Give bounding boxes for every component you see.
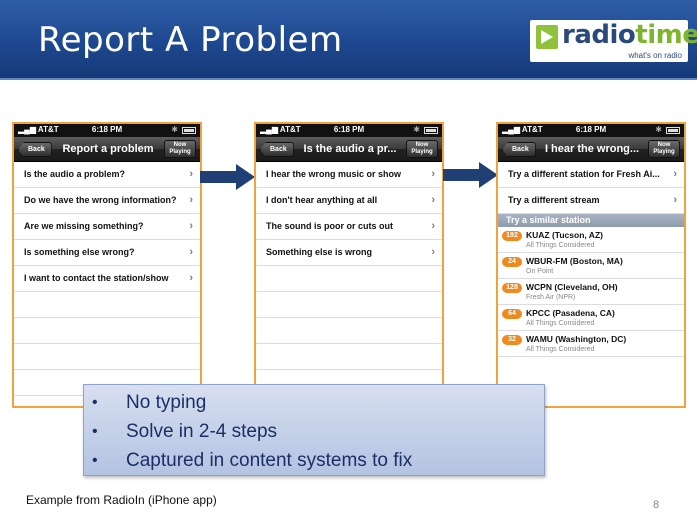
chevron-right-icon: ›: [431, 168, 435, 180]
bullet-item: •Captured in content systems to fix: [84, 448, 412, 477]
list-item[interactable]: I don't hear anything at all›: [256, 188, 442, 214]
station-show: All Things Considered: [526, 242, 595, 249]
bullet-item: •No typing: [84, 390, 412, 419]
station-row[interactable]: 192 KUAZ (Tucson, AZ) All Things Conside…: [498, 227, 684, 253]
footer-caption: Example from RadioIn (iPhone app): [26, 493, 217, 507]
logo-wordmark: radiotime: [562, 20, 697, 50]
phone-screen-2: ▂▄▆ AT&T 6:18 PM ✱ Back Is the audio a p…: [254, 122, 444, 408]
bullet-item: •Solve in 2-4 steps: [84, 419, 412, 448]
status-bar: ▂▄▆ AT&T 6:18 PM ✱: [498, 124, 684, 137]
station-row[interactable]: 24 WBUR-FM (Boston, MA) On Point: [498, 253, 684, 279]
battery-icon: [182, 127, 196, 134]
benefits-callout: •No typing •Solve in 2-4 steps •Captured…: [83, 384, 545, 476]
list-item[interactable]: Try a different station for Fresh Ai...›: [498, 162, 684, 188]
station-name: KUAZ (Tucson, AZ): [526, 230, 603, 240]
bluetooth-icon: ✱: [413, 125, 420, 134]
station-row[interactable]: 128 WCPN (Cleveland, OH) Fresh Air (NPR): [498, 279, 684, 305]
clock: 6:18 PM: [91, 125, 123, 134]
battery-icon: [666, 127, 680, 134]
empty-row: [14, 292, 200, 318]
bullet-icon: •: [92, 423, 98, 440]
chevron-right-icon: ›: [189, 246, 193, 258]
chevron-right-icon: ›: [189, 168, 193, 180]
bullet-icon: •: [92, 394, 98, 411]
station-show: All Things Considered: [526, 320, 595, 327]
status-bar: ▂▄▆ AT&T 6:18 PM ✱: [14, 124, 200, 137]
list-item[interactable]: Is something else wrong?›: [14, 240, 200, 266]
chevron-right-icon: ›: [431, 194, 435, 206]
status-bar: ▂▄▆ AT&T 6:18 PM ✱: [256, 124, 442, 137]
phone-screen-3: ▂▄▆ AT&T 6:18 PM ✱ Back I hear the wrong…: [496, 122, 686, 408]
chevron-right-icon: ›: [431, 220, 435, 232]
back-button[interactable]: Back: [18, 142, 52, 157]
station-name: WBUR-FM (Boston, MA): [526, 256, 623, 266]
nav-title: Report a problem: [62, 143, 154, 155]
back-button[interactable]: Back: [260, 142, 294, 157]
play-icon: [536, 25, 558, 49]
bitrate-badge: 192: [502, 231, 522, 241]
chevron-right-icon: ›: [189, 194, 193, 206]
arrow-right-icon: [200, 164, 255, 190]
bluetooth-icon: ✱: [655, 125, 662, 134]
back-button[interactable]: Back: [502, 142, 536, 157]
radiotime-logo: radiotime what's on radio: [530, 20, 697, 62]
bitrate-badge: 32: [502, 335, 522, 345]
nav-title: Is the audio a pr...: [303, 143, 397, 155]
clock: 6:18 PM: [575, 125, 607, 134]
list-item[interactable]: Something else is wrong›: [256, 240, 442, 266]
list-item[interactable]: Is the audio a problem?›: [14, 162, 200, 188]
bluetooth-icon: ✱: [171, 125, 178, 134]
list-item[interactable]: Are we missing something?›: [14, 214, 200, 240]
carrier-label: ▂▄▆ AT&T: [502, 125, 543, 134]
list-item[interactable]: I hear the wrong music or show›: [256, 162, 442, 188]
bitrate-badge: 128: [502, 283, 522, 293]
station-name: WAMU (Washington, DC): [526, 334, 627, 344]
list-item[interactable]: I want to contact the station/show›: [14, 266, 200, 292]
list-item[interactable]: Do we have the wrong information?›: [14, 188, 200, 214]
station-name: WCPN (Cleveland, OH): [526, 282, 618, 292]
slide-title: Report A Problem: [38, 20, 343, 60]
arrow-right-icon: [443, 162, 498, 188]
carrier-label: ▂▄▆ AT&T: [18, 125, 59, 134]
station-row[interactable]: 32 WAMU (Washington, DC) All Things Cons…: [498, 331, 684, 357]
station-show: On Point: [526, 268, 554, 275]
phone-screen-1: ▂▄▆ AT&T 6:18 PM ✱ Back Report a problem…: [12, 122, 202, 408]
bullet-icon: •: [92, 452, 98, 469]
empty-row: [256, 344, 442, 370]
chevron-right-icon: ›: [189, 272, 193, 284]
empty-row: [14, 344, 200, 370]
bitrate-badge: 64: [502, 309, 522, 319]
clock: 6:18 PM: [333, 125, 365, 134]
chevron-right-icon: ›: [673, 168, 677, 180]
section-header: Try a similar station: [498, 214, 684, 227]
carrier-label: ▂▄▆ AT&T: [260, 125, 301, 134]
list-item[interactable]: The sound is poor or cuts out›: [256, 214, 442, 240]
slide-header: Report A Problem radiotime what's on rad…: [0, 0, 697, 80]
station-name: KPCC (Pasadena, CA): [526, 308, 615, 318]
chevron-right-icon: ›: [673, 194, 677, 206]
empty-row: [256, 292, 442, 318]
chevron-right-icon: ›: [189, 220, 193, 232]
station-show: All Things Considered: [526, 346, 595, 353]
nav-title: I hear the wrong...: [544, 143, 640, 155]
station-show: Fresh Air (NPR): [526, 294, 576, 301]
list-item[interactable]: Try a different stream›: [498, 188, 684, 214]
logo-tagline: what's on radio: [628, 51, 682, 60]
empty-row: [14, 318, 200, 344]
page-number: 8: [653, 499, 660, 511]
battery-icon: [424, 127, 438, 134]
station-row[interactable]: 64 KPCC (Pasadena, CA) All Things Consid…: [498, 305, 684, 331]
empty-row: [256, 318, 442, 344]
chevron-right-icon: ›: [431, 246, 435, 258]
empty-row: [256, 266, 442, 292]
bitrate-badge: 24: [502, 257, 522, 267]
